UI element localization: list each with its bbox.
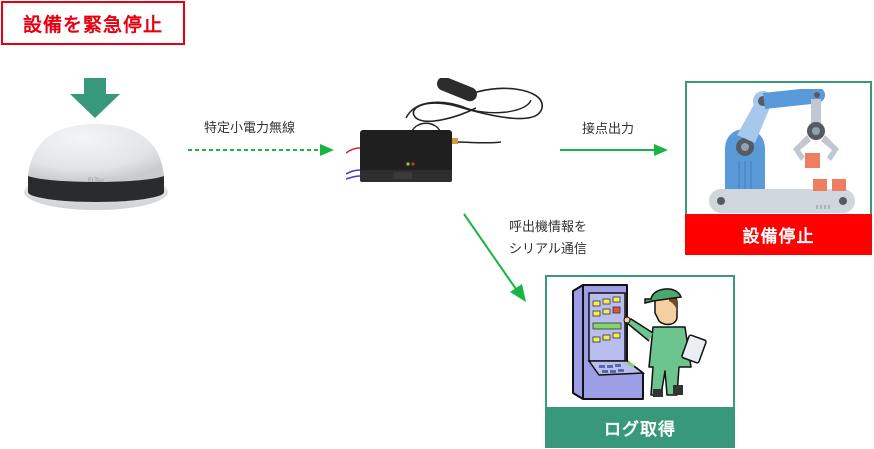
contact-arrow bbox=[560, 143, 668, 157]
stop-card-label: 設備停止 bbox=[742, 227, 815, 247]
title-box: 設備を緊急停止 bbox=[1, 1, 185, 45]
serial-label-line-2: シリアル通信 bbox=[509, 242, 587, 257]
serial-label: 呼出機情報を シリアル通信 bbox=[509, 217, 587, 261]
serial-arrow bbox=[462, 212, 528, 304]
wireless-arrow bbox=[188, 143, 334, 157]
operator-machine-icon bbox=[569, 283, 709, 403]
log-card-label: ログ取得 bbox=[604, 420, 676, 440]
svg-text:ELTsu: ELTsu bbox=[88, 177, 104, 184]
receiver-box-icon bbox=[346, 78, 551, 193]
stop-card: 設備停止 bbox=[685, 81, 872, 255]
contact-label: 接点出力 bbox=[582, 122, 635, 137]
dome-button-icon: ELTsu bbox=[22, 122, 170, 214]
press-arrow-icon bbox=[70, 78, 120, 118]
log-card-footer: ログ取得 bbox=[545, 407, 735, 448]
robot-arm-icon bbox=[707, 89, 857, 217]
log-card: ログ取得 bbox=[545, 275, 735, 448]
stop-card-footer: 設備停止 bbox=[685, 214, 872, 255]
wireless-label: 特定小電力無線 bbox=[204, 121, 296, 136]
serial-label-line-1: 呼出機情報を bbox=[509, 220, 588, 235]
title-text: 設備を緊急停止 bbox=[22, 13, 163, 36]
